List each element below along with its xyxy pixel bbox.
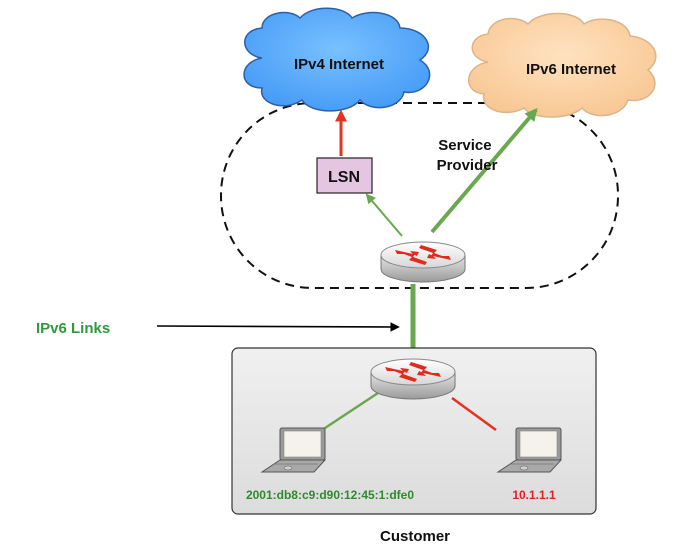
provider-router-icon — [380, 241, 466, 283]
customer-boundary — [231, 347, 597, 515]
ipv6-internet-label: IPv6 Internet — [526, 61, 616, 78]
ipv6-links-label: IPv6 Links — [36, 320, 110, 337]
service-provider-boundary — [220, 102, 619, 289]
ipv4-internet-cloud: IPv4 Internet — [243, 7, 431, 112]
ipv4-host-address: 10.1.1.1 — [512, 488, 556, 502]
service-provider-label: Service Provider — [437, 137, 498, 174]
router-to-lsn-link — [365, 193, 403, 237]
lsn-box: LSN — [316, 157, 373, 194]
ipv6-internet-cloud: IPv6 Internet — [467, 12, 657, 118]
router-to-ipv4-host-link — [451, 396, 497, 432]
lsn-label: LSN — [328, 169, 360, 186]
router-to-ipv6-link — [430, 108, 538, 234]
customer-label: Customer — [380, 528, 450, 545]
pointer-arrow-icon — [156, 322, 400, 332]
customer-router-icon — [370, 358, 456, 400]
ipv4-internet-label: IPv4 Internet — [294, 56, 384, 73]
router-to-ipv6-host-link — [321, 391, 379, 432]
ipv6-host-address: 2001:db8:c9:d90:12:45:1:dfe0 — [246, 488, 414, 502]
